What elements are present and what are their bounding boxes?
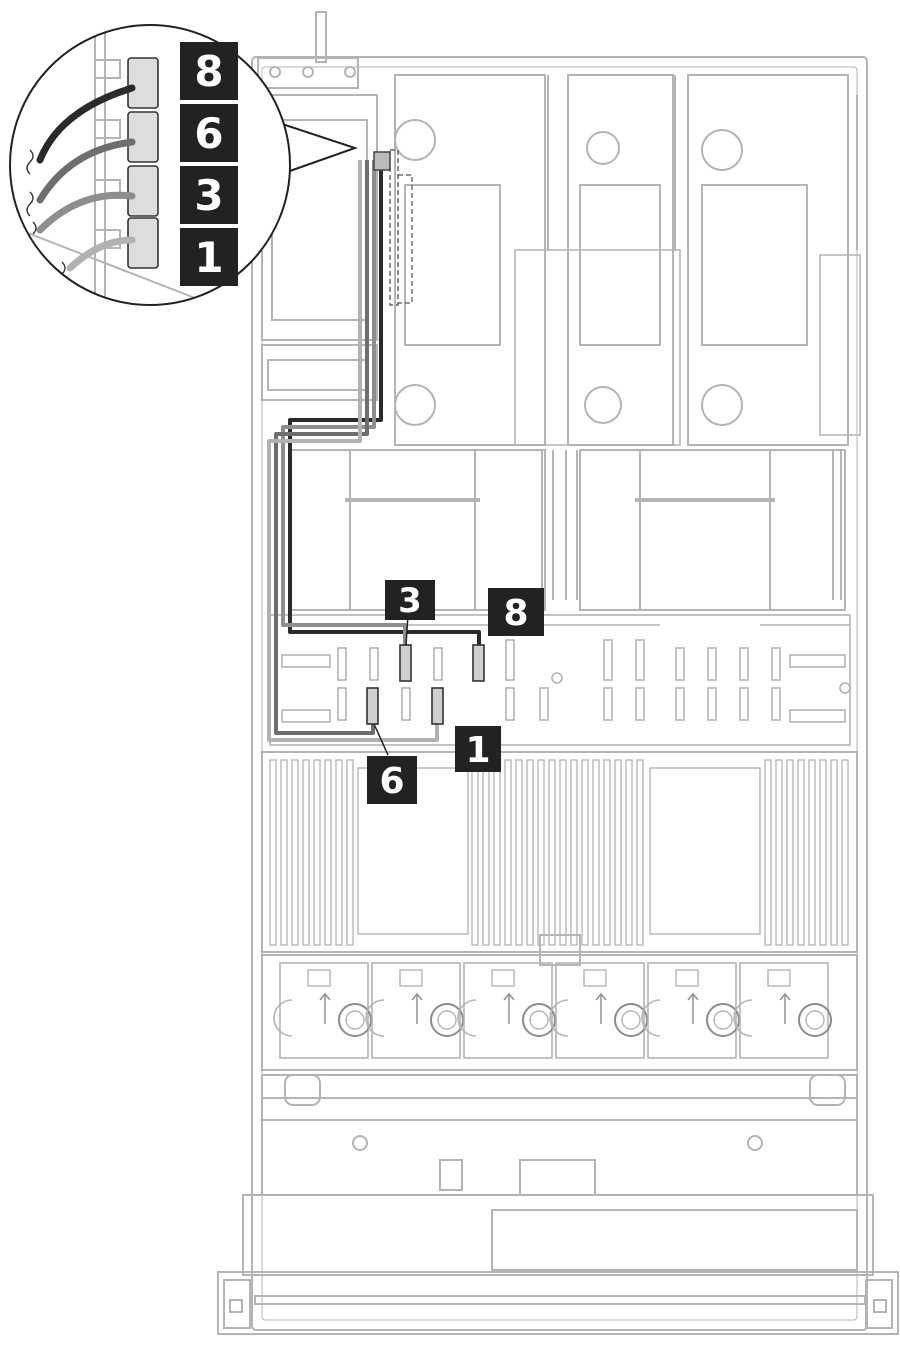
dimm-slot [786, 759, 794, 946]
board-label-8: 8 [488, 588, 544, 636]
callout-badge-6: 6 [180, 104, 238, 162]
dimm-slot [493, 759, 501, 946]
fan-module [641, 962, 740, 1059]
dimm-slot [515, 759, 523, 946]
svg-text:1: 1 [465, 730, 490, 771]
riser-1 [394, 74, 546, 446]
dimm-slot [625, 759, 633, 946]
cable-8 [288, 160, 481, 650]
svg-text:6: 6 [379, 761, 404, 802]
magnifier-callout: 8 6 3 1 [9, 24, 359, 306]
leader-lines [373, 614, 409, 756]
fan-cage [261, 934, 858, 1071]
dimm-slot [797, 759, 805, 946]
callout-cable-8 [36, 84, 136, 164]
dimm-slot [592, 759, 600, 946]
dimm-slot [302, 759, 310, 946]
dimm-slot [581, 759, 589, 946]
connector-6 [366, 687, 379, 725]
riser-3 [687, 74, 849, 446]
dimm-slot [636, 759, 644, 946]
dimm-slot [841, 759, 849, 946]
dimm-slot [537, 759, 545, 946]
dimm-slot [482, 759, 490, 946]
riser-cards [394, 74, 861, 446]
dimm-slot [313, 759, 321, 946]
dimm-slot [603, 759, 611, 946]
cable-3 [281, 160, 407, 650]
svg-text:1: 1 [194, 233, 223, 282]
dimm-slot [280, 759, 288, 946]
callout-badge-3: 3 [180, 166, 238, 224]
dimm-slot [819, 759, 827, 946]
callout-badge-8: 8 [180, 42, 238, 100]
cable-bundle [267, 160, 481, 742]
callout-badge-1: 1 [180, 228, 238, 286]
svg-text:8: 8 [194, 47, 223, 96]
dimm-slot [346, 759, 354, 946]
dimm-slot [548, 759, 556, 946]
dimm-slot [335, 759, 343, 946]
board-label-6: 6 [367, 756, 417, 804]
dimm-slot [269, 759, 277, 946]
dimm-slot [764, 759, 772, 946]
svg-text:3: 3 [398, 581, 422, 621]
dimm-slot [570, 759, 578, 946]
svg-text:6: 6 [194, 109, 223, 158]
dimm-slot [471, 759, 479, 946]
callout-cable-6 [36, 138, 136, 204]
board-connectors [269, 614, 851, 746]
dimm-slot [324, 759, 332, 946]
dimm-slot [291, 759, 299, 946]
callout-cable-3 [36, 191, 136, 234]
cable-source-connector [373, 149, 413, 306]
fan-module [733, 962, 832, 1059]
dimm-slot [614, 759, 622, 946]
dimm-slot [830, 759, 838, 946]
dimm-slot [526, 759, 534, 946]
callout-cable-1 [66, 236, 136, 272]
riser-2 [567, 74, 674, 446]
fan-module [273, 962, 372, 1059]
fan-module [457, 962, 556, 1059]
cable-destination-connectors [366, 644, 485, 725]
dimm-slot [504, 759, 512, 946]
svg-text:8: 8 [503, 593, 528, 634]
dimm-slot [775, 759, 783, 946]
connector-1 [431, 687, 444, 725]
chassis [251, 11, 868, 1331]
dimm-slot [808, 759, 816, 946]
fan-modules [273, 962, 832, 1059]
board-label-3: 3 [385, 580, 435, 621]
cable-1 [267, 160, 439, 742]
dimm-slots [269, 759, 849, 946]
board-label-1: 1 [455, 726, 501, 772]
svg-text:3: 3 [194, 171, 223, 220]
processors [289, 449, 846, 611]
front-bay [217, 1074, 899, 1335]
fan-module [365, 962, 464, 1059]
connector-3 [399, 644, 412, 682]
connector-8 [472, 644, 485, 682]
fan-module [549, 962, 648, 1059]
dimm-slot [559, 759, 567, 946]
cable-6 [274, 160, 375, 735]
